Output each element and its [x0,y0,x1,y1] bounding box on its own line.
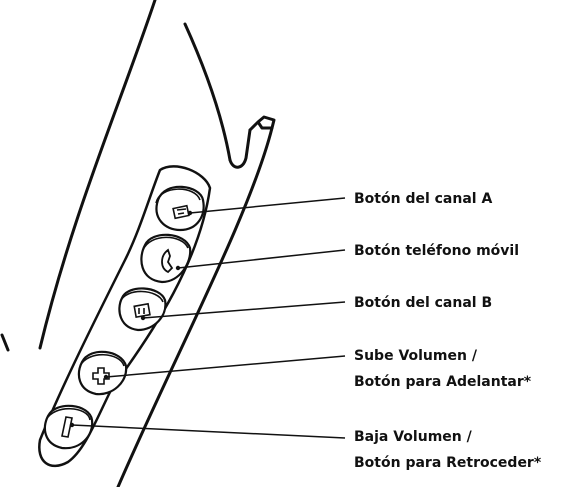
leader-volume-up [105,355,346,378]
volume-up-button[interactable] [77,350,128,396]
label-volume-down-line2: Botón para Retroceder* [354,455,542,471]
button-panel-outline [38,165,212,468]
label-channel-a: Botón del canal A [354,191,493,207]
leader-channel-a [189,197,346,214]
label-volume-up-line2: Botón para Adelantar* [354,374,532,390]
label-volume-down-line1: Baja Volumen / [354,429,472,445]
leader-volume-down [71,424,346,439]
headset-inner-edge [183,22,232,162]
label-channel-b: Botón del canal B [354,295,493,311]
headset-notch [228,128,252,169]
volume-down-button[interactable] [43,404,94,450]
headset-outer-edge [38,0,157,350]
leader-mobile [177,249,346,269]
phone-handset-icon [161,248,174,274]
minus-icon [61,416,73,438]
boom-back-edge [116,126,274,487]
label-volume-up-line1: Sube Volumen / [354,348,477,364]
leader-channel-b [142,301,346,319]
headset-lower-edge [0,333,10,352]
boom-tip [248,115,276,132]
plus-icon [92,367,110,385]
channel-a-button[interactable] [155,185,205,232]
label-mobile-phone: Botón teléfono móvil [354,243,520,259]
channel-b-button[interactable] [118,287,167,332]
channel-a-icon [172,204,190,220]
